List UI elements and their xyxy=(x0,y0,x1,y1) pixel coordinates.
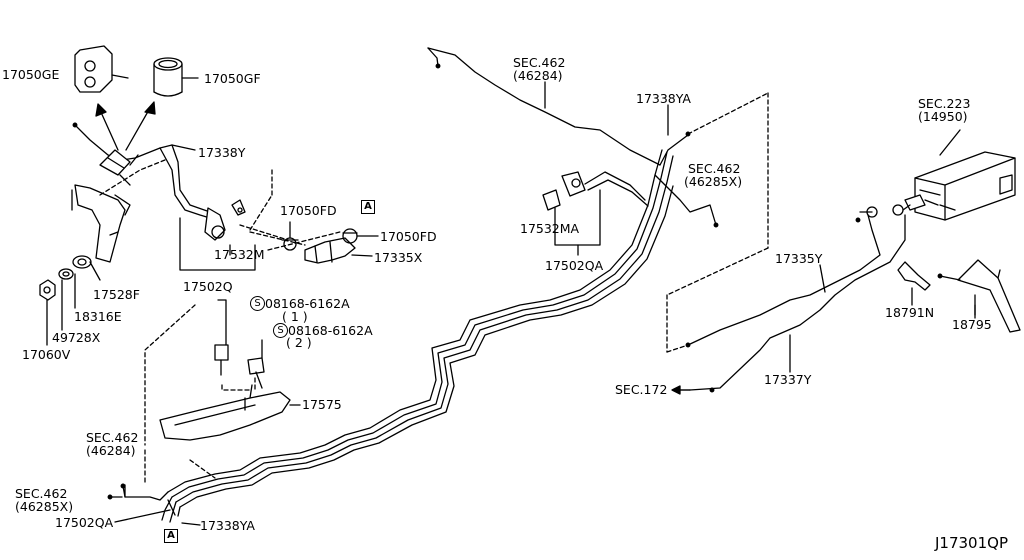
leader-sec223 xyxy=(939,129,961,156)
grommet-17050GF xyxy=(153,57,183,97)
label-sec462-left: SEC.462 xyxy=(86,430,139,445)
leader-17335Y xyxy=(819,264,826,293)
sec462-cable-top xyxy=(427,47,661,166)
hose-18791N xyxy=(897,261,931,306)
label-18795: 18795 xyxy=(952,317,992,332)
hose-17335X xyxy=(304,237,356,264)
bracket-18795 xyxy=(937,259,1021,333)
detail-box-17338YA xyxy=(666,92,769,353)
label-sec462-bl-ref: (46285X) xyxy=(15,499,74,514)
label-49728X: 49728X xyxy=(52,330,101,345)
label-sec462-top: SEC.462 xyxy=(513,55,566,70)
leaders-17532MA xyxy=(554,189,601,256)
washers-and-nut xyxy=(39,255,92,301)
label-17502QA-bl: 17502QA xyxy=(55,515,114,530)
label-17502Q: 17502Q xyxy=(183,279,233,294)
label-sec462-right: SEC.462 xyxy=(688,161,741,176)
label-bolt-2-qty: ( 2 ) xyxy=(286,335,312,350)
leaders-left xyxy=(46,217,256,346)
arrows-up xyxy=(95,101,156,151)
clip-17050FD-right xyxy=(342,228,358,244)
circle-S-2: S xyxy=(273,323,288,338)
label-17575: 17575 xyxy=(302,397,342,412)
tube-17338YA xyxy=(659,134,689,166)
label-17502QA-mid: 17502QA xyxy=(545,258,604,273)
bracket-17528F xyxy=(71,184,131,263)
label-17050GF: 17050GF xyxy=(204,71,261,86)
clamp-assembly xyxy=(72,122,173,186)
grommet-17050GE xyxy=(74,45,113,93)
label-17528F: 17528F xyxy=(93,287,140,302)
leaders-17050FD xyxy=(289,221,379,257)
tube-17502Q xyxy=(159,144,211,219)
label-17532MA: 17532MA xyxy=(520,221,580,236)
evap-lines-right xyxy=(674,214,906,393)
leader-17338Y xyxy=(171,144,196,151)
main-fuel-tube-bundle xyxy=(122,149,674,523)
sec172-arrow xyxy=(671,385,691,395)
label-18791N: 18791N xyxy=(885,305,935,320)
dashed-links-left xyxy=(99,159,341,479)
label-sec462-left-ref: (46284) xyxy=(86,443,136,458)
connector-17532M xyxy=(204,199,246,241)
label-bolt-2: 08168-6162A xyxy=(288,323,373,338)
label-17050FD-right: 17050FD xyxy=(380,229,437,244)
label-bolt-1-qty: ( 1 ) xyxy=(282,309,308,324)
marker-A-bottom: A xyxy=(164,529,178,543)
label-sec223: SEC.223 xyxy=(918,96,971,111)
bottom-left-lines xyxy=(107,483,201,526)
circle-S-1: S xyxy=(250,296,265,311)
label-18316E: 18316E xyxy=(74,309,122,324)
label-sec462-right-ref: (46285X) xyxy=(684,174,743,189)
label-17338YA-top: 17338YA xyxy=(636,91,691,106)
label-sec462-bl: SEC.462 xyxy=(15,486,68,501)
label-17532M: 17532M xyxy=(214,247,265,262)
protector-17575 xyxy=(159,384,301,441)
tube-sec462-right xyxy=(654,174,717,226)
label-sec462-top-ref: (46284) xyxy=(513,68,563,83)
label-17338Y: 17338Y xyxy=(198,145,246,160)
label-17338YA-bottom: 17338YA xyxy=(200,518,255,533)
label-bolt-1: 08168-6162A xyxy=(265,296,350,311)
diagram-id: J17301QP xyxy=(935,534,1008,552)
label-17050GE: 17050GE xyxy=(2,67,60,82)
connector-17532MA xyxy=(542,171,649,211)
label-17050FD-left: 17050FD xyxy=(280,203,337,218)
label-sec172: SEC.172 xyxy=(615,382,668,397)
canister-connectors xyxy=(855,204,911,223)
label-sec223-ref: (14950) xyxy=(918,109,968,124)
label-17337Y: 17337Y xyxy=(764,372,812,387)
marker-A-top: A xyxy=(361,200,375,214)
bolt-2 xyxy=(247,339,265,389)
label-17060V: 17060V xyxy=(22,347,71,362)
label-17335X: 17335X xyxy=(374,250,423,265)
leader-17050GE xyxy=(111,74,129,79)
bolt-1 xyxy=(214,299,229,376)
canister-sec223 xyxy=(904,151,1016,221)
label-17335Y: 17335Y xyxy=(775,251,823,266)
